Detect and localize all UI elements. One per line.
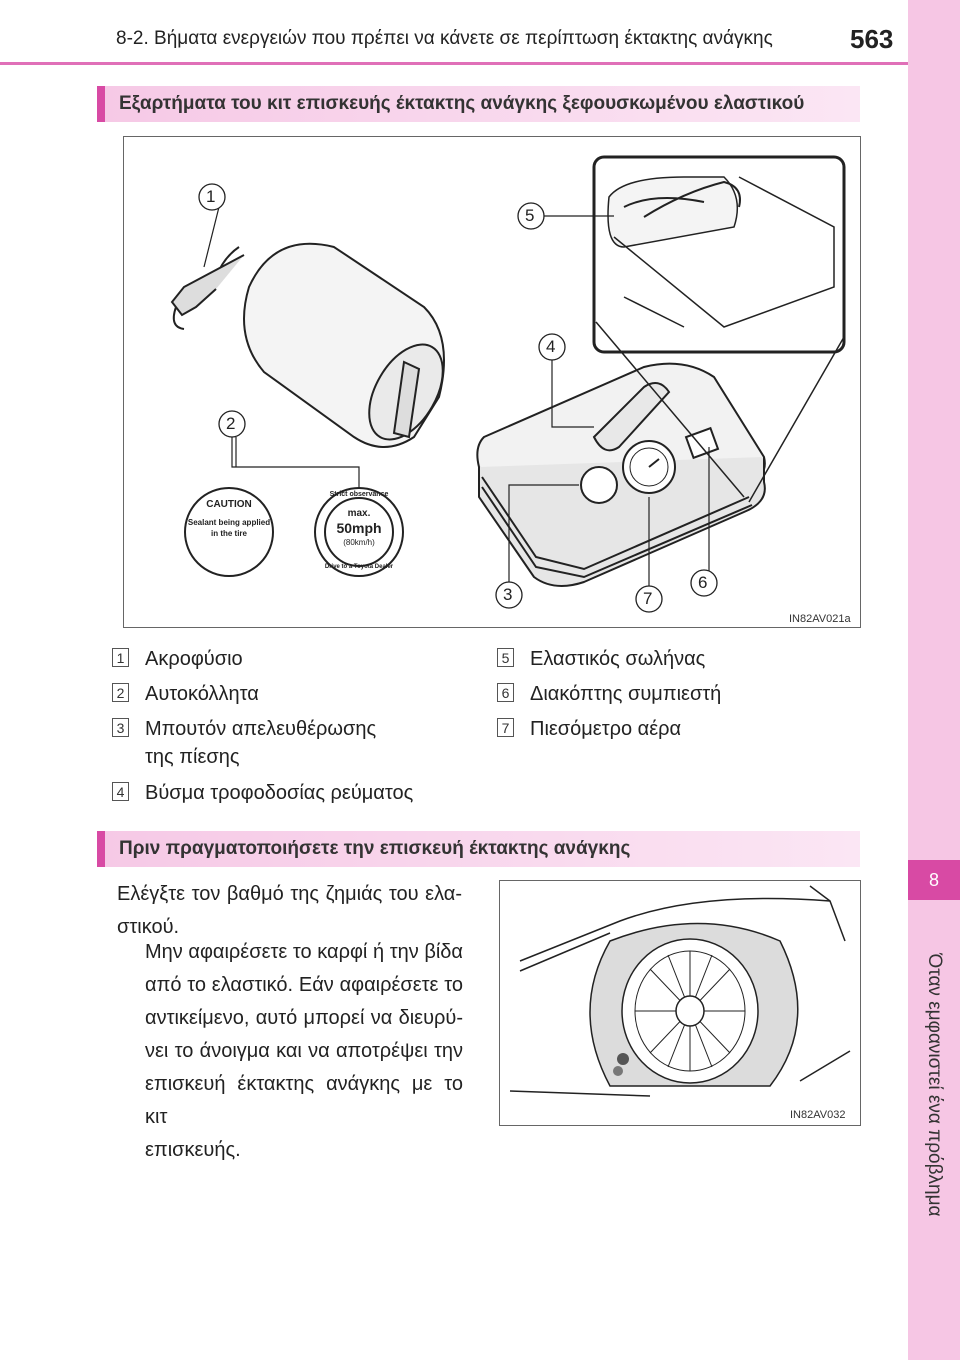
section-heading-text: Πριν πραγματοποιήσετε την επισκευή έκτακ… [119, 838, 631, 859]
legend-text-2: Αυτοκόλλητα [145, 683, 259, 705]
speed-sticker-kmh: (80km/h) [343, 538, 375, 547]
legend-num-7: 7 [497, 718, 514, 737]
paragraph-line: από το ελαστικό. Εάν αφαιρέσετε το [145, 974, 463, 996]
section-heading-kit-parts: Εξαρτήματα του κιτ επισκευής έκτακτης αν… [97, 86, 860, 122]
paragraph-check-damage: Ελέγξτε τον βαθμό της ζημιάς του ελα- στ… [117, 878, 462, 944]
legend-text-4: Βύσμα τροφοδοσίας ρεύματος [145, 782, 414, 804]
callout-4: 4 [546, 337, 556, 356]
tire-drawing [509, 885, 851, 1097]
figure-code-2: IN82AV032 [790, 1109, 846, 1121]
callout-2: 2 [226, 414, 236, 433]
running-header: 8-2. Βήματα ενεργειών που πρέπει να κάνε… [116, 28, 773, 49]
caution-sticker-heading: CAUTION [206, 499, 252, 510]
chapter-number-tab: 8 [908, 860, 960, 900]
paragraph-line: Μην αφαιρέσετε το καρφί ή την βίδα [145, 941, 463, 963]
callout-5: 5 [525, 206, 535, 225]
legend-text-5: Ελαστικός σωλήνας [530, 648, 706, 670]
paragraph-line: Ελέγξτε τον βαθμό της ζημιάς του ελα- [117, 883, 462, 905]
callout-3: 3 [503, 585, 513, 604]
repair-kit-drawing [170, 155, 846, 613]
paragraph-line: αντικείμενο, αυτό μπορεί να διευρύ- [145, 1007, 463, 1029]
caution-sticker-line1: Sealant being applied [187, 518, 271, 527]
legend-num-2: 2 [112, 683, 129, 702]
legend-text-3: Μπουτόν απελευθέρωσης [145, 718, 377, 740]
side-tab-upper [908, 0, 960, 860]
paragraph-do-not-remove-nail: Μην αφαιρέσετε το καρφί ή την βίδα από τ… [145, 936, 463, 1167]
caution-sticker-line2: in the tire [210, 529, 247, 538]
legend-text-6: Διακόπτης συμπιεστή [530, 683, 722, 705]
page-number: 563 [850, 24, 894, 54]
speed-sticker-mph: 50mph [336, 520, 382, 536]
paragraph-line: στικού. [117, 916, 180, 938]
chapter-title-text: Όταν εμφανιστεί ένα πρόβλημα [924, 953, 945, 1217]
legend-num-5: 5 [497, 648, 514, 667]
callout-6: 6 [698, 573, 708, 592]
callout-1: 1 [206, 187, 216, 206]
header-rule [0, 62, 908, 65]
figure-code-1: IN82AV021a [789, 613, 851, 625]
speed-sticker-max: max. [347, 508, 371, 519]
legend-num-3: 3 [112, 718, 129, 737]
legend-text-1: Ακροφύσιο [145, 648, 243, 670]
chapter-title-vertical: Όταν εμφανιστεί ένα πρόβλημα [908, 905, 960, 1265]
speed-sticker-ring-top: Strict observance [329, 491, 389, 498]
speed-sticker-ring-bottom: Drive to a Toyota Dealer [324, 564, 394, 570]
side-tab-lower [908, 900, 960, 1360]
paragraph-line: επισκευή έκτακτης ανάγκης με το κιτ [145, 1073, 463, 1128]
legend-num-6: 6 [497, 683, 514, 702]
paragraph-line: νει το άνοιγμα και να αποτρέψει την [145, 1040, 463, 1062]
legend-text-7: Πιεσόμετρο αέρα [530, 718, 682, 740]
legend-text-3b: της πίεσης [145, 746, 240, 768]
repair-kit-illustration: 1 2 3 4 5 6 7 CAUTION Sealant being appl… [123, 136, 861, 628]
legend-num-1: 1 [112, 648, 129, 667]
section-heading-before-repair: Πριν πραγματοποιήσετε την επισκευή έκτακ… [97, 831, 860, 867]
tire-damage-illustration: IN82AV032 [499, 880, 861, 1126]
paragraph-line: επισκευής. [145, 1139, 241, 1161]
legend-num-4: 4 [112, 782, 129, 801]
section-heading-text: Εξαρτήματα του κιτ επισκευής έκτακτης αν… [119, 93, 805, 114]
callout-7: 7 [643, 589, 653, 608]
